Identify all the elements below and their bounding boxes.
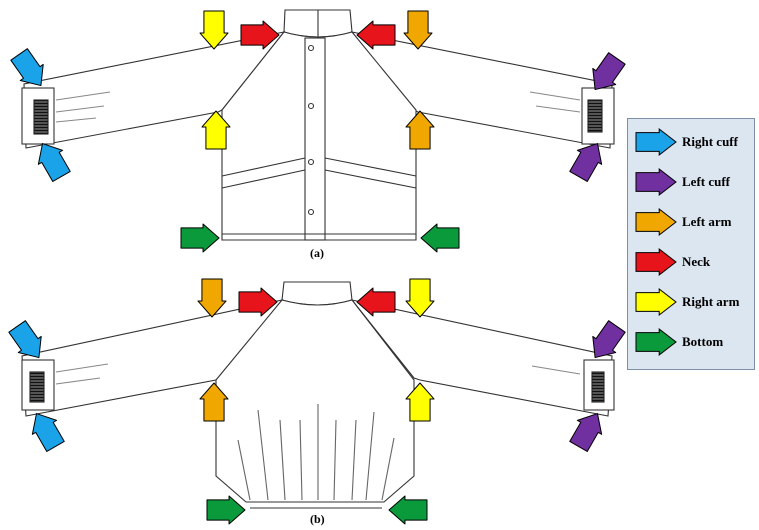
legend-item-left-arm: Left arm [634, 205, 731, 239]
left-arm-arrow-shape [635, 207, 677, 237]
neck-arrow-shape [635, 247, 677, 277]
right-cuff-arrow-icon [635, 127, 677, 157]
legend-label: Right arm [682, 294, 740, 309]
left-cuff-arrow-icon [569, 143, 603, 182]
jacket-back [21, 281, 615, 509]
left-sleeve [350, 299, 613, 417]
right-cuff-arrow-icon [10, 48, 44, 87]
bottom-arrow-icon [635, 327, 677, 357]
panel-a-caption: (a) [310, 246, 324, 260]
jacket-front [21, 9, 615, 241]
legend-item-bottom: Bottom [634, 325, 723, 359]
right-arm-arrow-icon [635, 287, 677, 317]
neck-arrow-icon [240, 20, 280, 50]
jacket-body [215, 299, 415, 503]
left-cuff-arrow-icon [569, 413, 603, 452]
bottom-arrow-icon [180, 223, 220, 253]
left-cuff-arrow-icon [592, 320, 626, 359]
legend: Right cuff Left cuff Left arm Neck Right… [627, 118, 755, 370]
legend-label: Bottom [682, 334, 724, 349]
bottom-arrow-icon [420, 223, 460, 253]
right-arm-arrow-icon [405, 382, 435, 422]
right-cuff-arrow-icon [31, 413, 65, 452]
right-cuff-arrow-shape [635, 127, 677, 157]
neck-arrow-icon [356, 20, 396, 50]
left-arm-arrow-icon [197, 278, 227, 318]
legend-item-left-cuff: Left cuff [634, 165, 730, 199]
legend-label: Neck [682, 254, 711, 269]
legend-item-neck: Neck [634, 245, 710, 279]
panel-b-caption: (b) [310, 512, 325, 526]
right-arm-arrow-icon [201, 110, 231, 150]
legend-label: Left arm [682, 214, 732, 229]
left-arm-arrow-icon [403, 10, 433, 50]
left-arm-arrow-icon [199, 382, 229, 422]
left-arm-arrow-icon [405, 110, 435, 150]
neck-arrow-icon [635, 247, 677, 277]
bottom-arrow-shape [635, 327, 677, 357]
arrow-markers [8, 10, 626, 525]
right-arm-arrow-shape [635, 287, 677, 317]
right-cuff-arrow-icon [37, 143, 71, 182]
bottom-arrow-icon [206, 495, 246, 525]
right-arm-arrow-icon [199, 10, 229, 50]
zipper-placket [304, 37, 326, 241]
bottom-arrow-icon [388, 495, 428, 525]
legend-item-right-arm: Right arm [634, 285, 739, 319]
left-cuff-arrow-shape [635, 167, 677, 197]
legend-label: Right cuff [682, 134, 738, 149]
legend-label: Left cuff [682, 174, 731, 189]
neck-arrow-icon [356, 287, 396, 317]
right-cuff-arrow-icon [8, 320, 42, 359]
collar [281, 281, 353, 306]
neck-arrow-icon [238, 287, 278, 317]
left-cuff-arrow-icon [635, 167, 677, 197]
legend-item-right-cuff: Right cuff [634, 125, 738, 159]
left-cuff-arrow-icon [592, 52, 626, 91]
left-arm-arrow-icon [635, 207, 677, 237]
right-arm-arrow-icon [405, 278, 435, 318]
